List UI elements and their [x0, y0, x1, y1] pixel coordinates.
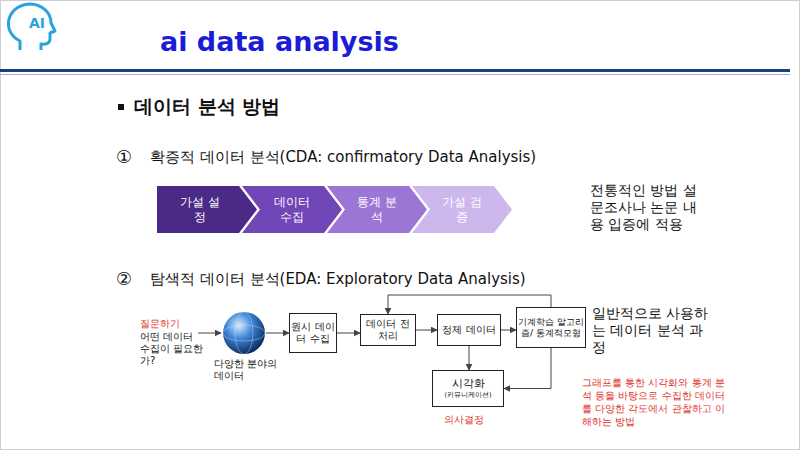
method-heading: 탐색적 데이터 분석(EDA: Exploratory Data Analysi…: [150, 270, 570, 288]
globe-shape: [222, 311, 266, 355]
node-label: 데이터 수집: [270, 195, 314, 225]
flow-arrow: [501, 330, 516, 331]
method-note: 일반적으로 사용하는 데이터 분석 과정: [592, 305, 712, 356]
node-label: 원시 데이터 수집: [291, 321, 335, 345]
question-arrow: [198, 333, 221, 334]
section-heading: 데이터 분석 방법: [134, 95, 434, 118]
question-label: 질문하기: [140, 318, 210, 330]
node-sublabel: (커뮤니케이션): [444, 391, 491, 400]
process-chevron: 데이터 수집: [242, 186, 342, 233]
logo-head: [8, 4, 55, 50]
node-label: 가설 설정: [178, 195, 222, 225]
slide-title: ai data analysis: [160, 26, 399, 57]
globe-body: [223, 312, 265, 354]
node-label: 데이터 전처리: [362, 318, 414, 342]
process-chevron: 통계 분석: [327, 186, 427, 233]
chevron-fill: [242, 186, 342, 233]
node-label: 가설 검증: [440, 195, 484, 225]
chevron-fill: [327, 186, 427, 233]
question-text: 어떤 데이터 수집이 필요한가?: [140, 331, 204, 367]
method-note: 전통적인 방법 설문조사나 논문 내용 입증에 적용: [590, 182, 702, 233]
flow-arrow: [504, 348, 551, 389]
header-rule: [0, 69, 790, 72]
chevron-shape: [157, 186, 257, 233]
chevron-fill: [412, 186, 512, 233]
method-heading: 확증적 데이터 분석(CDA: confirmatory Data Analys…: [150, 148, 570, 166]
globe-parallel: [223, 325, 265, 341]
process-box: 원시 데이터 수집: [289, 313, 337, 353]
flow-arrow: [266, 333, 289, 334]
method-description: 그래프를 통한 시각화와 통계 분석 등을 바탕으로 수집한 데이터를 다양한 …: [582, 376, 734, 428]
step-number: ①: [116, 146, 142, 168]
header-rule-thin: [0, 74, 790, 75]
node-label: 기계학습 알고리즘/ 통계적모형: [518, 317, 584, 339]
flow-arrow: [469, 346, 470, 370]
decision-label: 의사결정: [444, 414, 504, 426]
process-box: 정제 데이터: [437, 314, 501, 346]
node-caption: 다양한 분야의 데이터: [214, 358, 278, 382]
chevron-fill: [157, 186, 257, 233]
flow-arrow: [416, 330, 437, 331]
node-label: 시각화: [452, 377, 485, 391]
globe-source: 다양한 분야의 데이터: [222, 311, 266, 355]
globe-meridian: [235, 312, 253, 354]
process-box: 데이터 전처리: [360, 314, 416, 346]
process-box: 시각화(커뮤니케이션): [432, 370, 504, 407]
process-chevron: 가설 설정: [157, 186, 257, 233]
node-label: 통계 분석: [355, 195, 399, 225]
bullet-square: [118, 104, 124, 110]
process-chevron: 가설 검증: [412, 186, 512, 233]
step-number: ②: [116, 268, 142, 290]
logo-text: AI: [20, 15, 54, 32]
process-box: 기계학습 알고리즘/ 통계적모형: [516, 307, 586, 348]
node-label: 정제 데이터: [442, 324, 495, 336]
flow-arrow: [337, 333, 360, 334]
